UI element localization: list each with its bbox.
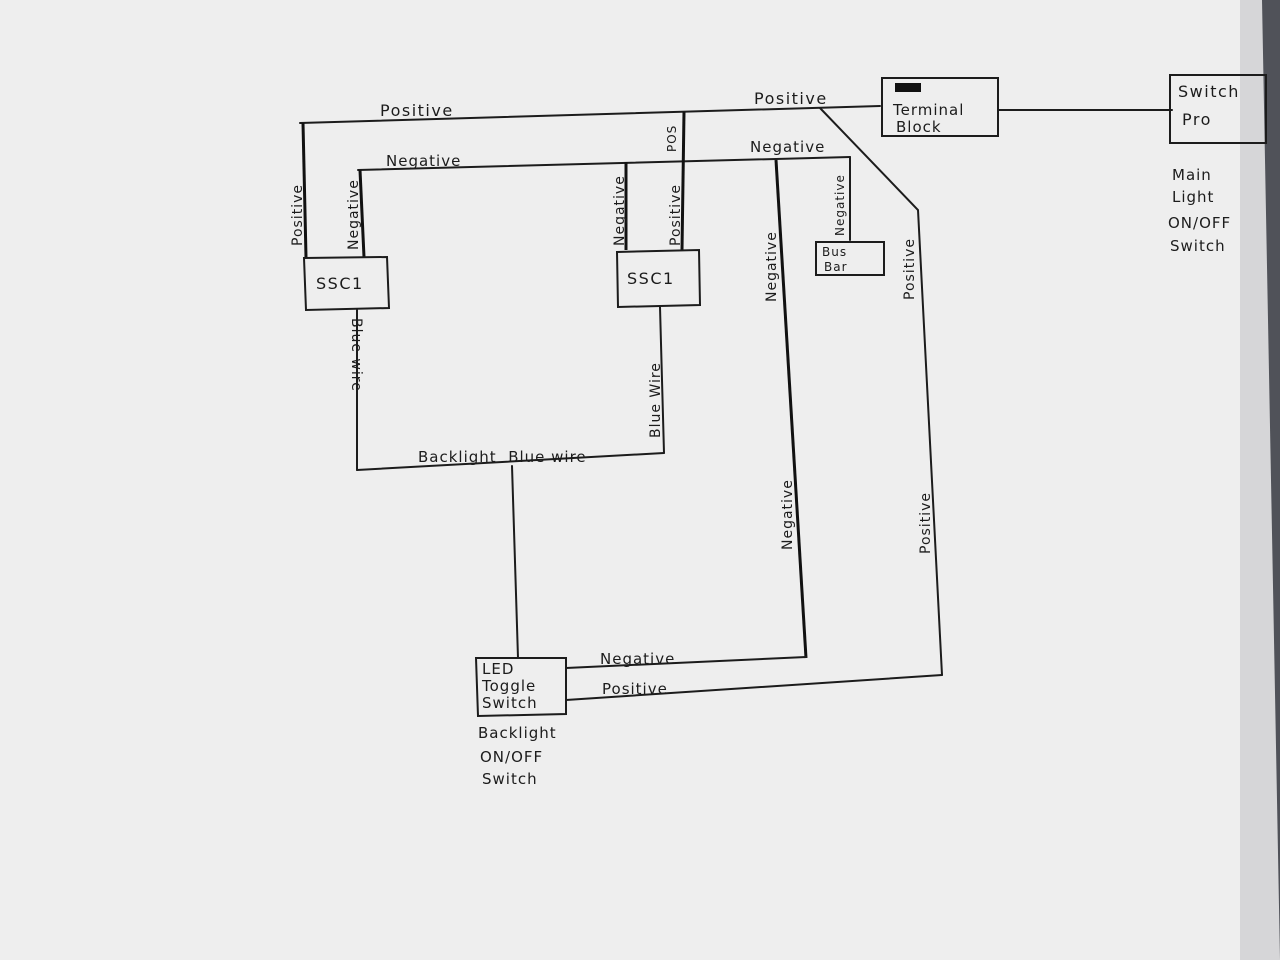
- led-toggle-label-1: LED: [482, 660, 514, 678]
- backlight-note-line-1: Backlight: [478, 724, 557, 742]
- switch-pro-label-2: Pro: [1182, 110, 1212, 129]
- wire-long-negative: [774, 159, 808, 659]
- main-light-note-line-1: Main: [1172, 166, 1212, 184]
- wire-toggle-positive: [565, 674, 943, 701]
- bus-bar-box: [815, 241, 885, 276]
- wire-top-positive: [299, 105, 881, 124]
- wire-blue-right: [659, 306, 665, 454]
- label-long-negative-upper: Negative: [764, 231, 780, 302]
- wire-left-negative-vertical: [358, 169, 366, 258]
- terminal-block-marker: [895, 83, 921, 92]
- ssc1-left-label: SSC1: [316, 274, 364, 293]
- label-long-positive-upper: Positive: [902, 238, 918, 300]
- label-top-negative-left: Negative: [386, 152, 461, 170]
- bus-bar-label-1: Bus: [822, 245, 847, 259]
- main-light-note-line-3: ON/OFF: [1168, 214, 1231, 232]
- label-toggle-positive: Positive: [602, 680, 668, 698]
- backlight-note-line-3: Switch: [482, 770, 538, 788]
- wire-backlight-blue: [356, 452, 665, 471]
- terminal-block-label-2: Block: [896, 118, 942, 136]
- backlight-note-line-2: ON/OFF: [480, 748, 543, 766]
- led-toggle-label-3: Switch: [482, 694, 538, 712]
- label-busbar-negative: Negative: [833, 174, 847, 236]
- ssc1-right-label: SSC1: [627, 269, 675, 288]
- label-left-positive-vertical: Positive: [290, 184, 306, 246]
- label-long-negative-lower: Negative: [780, 479, 796, 550]
- terminal-block-box: [881, 77, 999, 137]
- label-top-positive-left: Positive: [380, 101, 454, 120]
- led-toggle-label-2: Toggle: [481, 677, 536, 695]
- label-long-positive-lower: Positive: [918, 492, 934, 554]
- label-blue-wire-left: Blue wire: [348, 318, 364, 392]
- led-toggle-box: [474, 657, 567, 718]
- main-light-note-line-2: Light: [1172, 188, 1214, 206]
- wire-left-positive-vertical: [301, 122, 308, 258]
- label-top-positive-right: Positive: [754, 89, 828, 108]
- paper-edge-shadow: [1240, 0, 1280, 960]
- label-top-negative-right: Negative: [750, 138, 825, 156]
- wire-long-positive: [819, 107, 943, 676]
- main-light-note-line-4: Switch: [1170, 237, 1226, 255]
- wire-top-negative: [357, 156, 851, 171]
- wire-mid-positive-vertical: [680, 111, 686, 251]
- switch-pro-box: [1169, 74, 1267, 144]
- label-mid-positive-vertical: Positive: [668, 184, 684, 246]
- label-blue-wire-right: Blue Wire: [648, 362, 664, 438]
- label-backlight-blue-wire: Backlight Blue wire: [418, 448, 587, 466]
- ssc1-right-box: [615, 248, 702, 309]
- wire-to-led-toggle: [511, 465, 519, 659]
- terminal-block-label-1: Terminal: [892, 101, 964, 119]
- ssc1-left-box: [302, 255, 391, 312]
- label-pos-short: POS: [665, 125, 679, 152]
- switch-pro-label-1: Switch: [1178, 82, 1240, 101]
- label-left-negative-vertical: Negative: [346, 179, 362, 250]
- label-mid-negative-vertical: Negative: [612, 175, 628, 246]
- label-toggle-negative: Negative: [600, 650, 675, 668]
- wire-toggle-negative: [565, 656, 807, 669]
- bus-bar-label-2: Bar: [824, 260, 848, 274]
